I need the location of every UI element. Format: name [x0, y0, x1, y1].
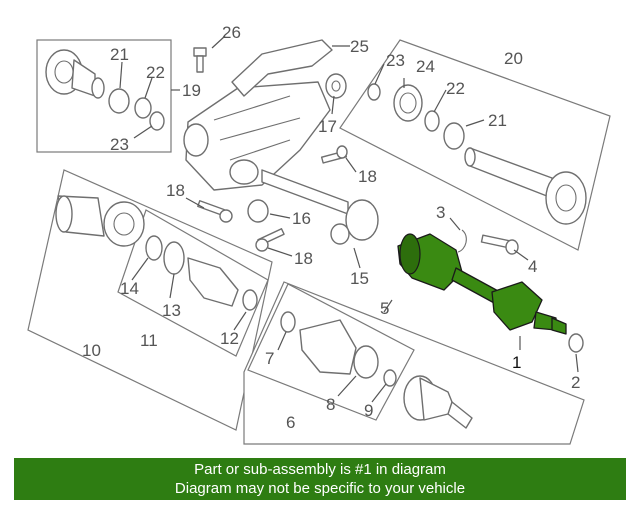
- part-clamp-8: [353, 345, 379, 379]
- callout-14: 14: [120, 279, 139, 298]
- callout-24: 24: [416, 57, 435, 76]
- part-boot-6: [299, 319, 357, 375]
- panel-5: [243, 281, 585, 445]
- part-axle-assembly-1: [397, 233, 567, 335]
- part-boot-11: [187, 257, 239, 307]
- banner-line-2: Diagram may not be specific to your vehi…: [174, 480, 466, 497]
- part-clamp-13: [163, 241, 185, 275]
- callout-16: 16: [292, 209, 311, 228]
- part-bearing-23a: [149, 111, 165, 131]
- part-clip-14: [145, 235, 163, 261]
- leader-lines: [119, 35, 579, 403]
- callout-12: 12: [220, 329, 239, 348]
- part-clip-7: [280, 311, 296, 333]
- callout-18-left: 18: [166, 181, 185, 200]
- part-shaft-20: [464, 147, 587, 225]
- callout-15: 15: [350, 269, 369, 288]
- callout-21-right: 21: [488, 111, 507, 130]
- callout-23-left: 23: [110, 135, 129, 154]
- part-bracket-25: [231, 39, 333, 97]
- part-bolt-18-left: [197, 200, 233, 223]
- callout-26: 26: [222, 23, 241, 42]
- part-nut-2: [568, 333, 584, 353]
- callout-6: 6: [286, 413, 295, 432]
- part-bolt-26: [193, 47, 207, 73]
- part-seal-22a: [134, 97, 152, 119]
- part-bolt-4: [480, 234, 519, 255]
- part-inner-joint: [403, 375, 473, 429]
- part-bearing-23b: [367, 83, 381, 101]
- part-ring-9: [383, 369, 397, 387]
- part-ring-21b: [443, 122, 465, 150]
- callout-1: 1: [512, 353, 521, 372]
- part-intermediate-shaft: [261, 169, 379, 241]
- panel-20: [339, 39, 611, 251]
- callout-8: 8: [326, 395, 335, 414]
- callout-3: 3: [436, 203, 445, 222]
- part-housing-19: [45, 49, 105, 99]
- part-bushing-16: [247, 199, 269, 223]
- callout-25: 25: [350, 37, 369, 56]
- part-bolt-18-top: [320, 145, 348, 164]
- callout-18-bottom: 18: [294, 249, 313, 268]
- part-outer-joint-10: [55, 195, 145, 247]
- part-bearing-24: [393, 84, 423, 122]
- part-clamp-12: [242, 289, 258, 311]
- callout-11: 11: [140, 331, 158, 350]
- callout-18-top: 18: [358, 167, 377, 186]
- part-seal-15: [330, 223, 350, 245]
- callout-13: 13: [162, 301, 181, 320]
- callout-21-left: 21: [110, 45, 129, 64]
- callout-20: 20: [504, 49, 523, 68]
- part-mount-17: [325, 73, 347, 99]
- part-differential: [183, 81, 331, 191]
- callout-2: 2: [571, 373, 580, 392]
- callout-22-left: 22: [146, 63, 165, 82]
- info-banner: Part or sub-assembly is #1 in diagram Di…: [14, 458, 626, 500]
- callout-4: 4: [528, 257, 537, 276]
- panel-10: [27, 169, 273, 431]
- part-clamp-3: [457, 229, 467, 253]
- panel-19: [36, 39, 180, 153]
- callout-labels: 1 2 3 4 5 6 7 8 9 10 11 12 13 14 15 16 1…: [82, 23, 580, 432]
- callout-5: 5: [380, 299, 389, 318]
- callout-17: 17: [318, 117, 337, 136]
- part-bolt-18-bottom: [255, 228, 285, 252]
- part-seal-22b: [424, 110, 440, 132]
- callout-9: 9: [364, 401, 373, 420]
- callout-7: 7: [265, 349, 274, 368]
- callout-10: 10: [82, 341, 101, 360]
- part-ring-21a: [108, 88, 130, 114]
- callout-23-right: 23: [386, 51, 405, 70]
- callout-22-right: 22: [446, 79, 465, 98]
- callout-19: 19: [182, 81, 201, 100]
- banner-line-1: Part or sub-assembly is #1 in diagram: [194, 461, 446, 478]
